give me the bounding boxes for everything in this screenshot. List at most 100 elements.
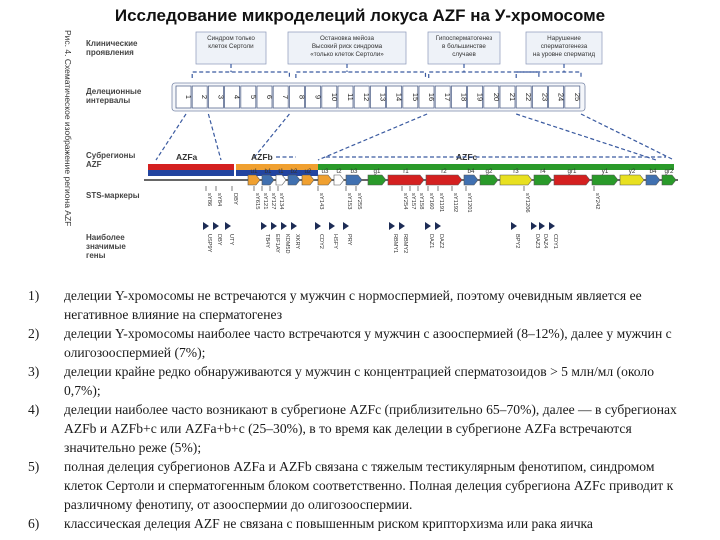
amplicon-arrow [261,174,275,186]
gene-label: HSFY [332,234,338,249]
gene-arrowhead [203,222,209,230]
deletion-interval-box [402,85,419,109]
deletion-interval-box [499,85,516,109]
sts-marker-label: sY134 [278,193,284,210]
gene-label: TB4Y [264,234,270,248]
gene-arrowhead [389,222,395,230]
deletion-interval-box [434,85,451,109]
amplicon-label: u1 [251,168,258,175]
deletion-interval-box [207,85,224,109]
gene-arrowhead [539,222,545,230]
amplicon-label: b3 [351,168,358,175]
row-label-clinical: проявления [86,48,134,57]
deletion-interval-label: 4 [233,95,242,99]
clinical-note-text: «только клеток Сертоли» [310,51,384,58]
gene-label: BPY2 [514,234,520,248]
row-label-deletion: Делеционные [86,87,142,96]
finding-item: 4)делеции наиболее часто возникают в суб… [28,400,688,457]
subregion-bar-azfa-lower [148,170,234,176]
deletion-interval-label: 18 [459,93,468,101]
amplicon-arrow [499,174,533,186]
mapping-line [580,113,675,161]
gene-arrowhead [435,222,441,230]
clinical-note-box [525,31,603,65]
row-label-genes: Наиболее [86,233,125,242]
mapping-line [207,113,222,161]
deletion-interval-label: 14 [395,93,404,101]
clinical-note-text: Синдром только [207,35,255,42]
gene-label: EIF1AY [274,234,280,253]
amplicon-arrow [275,174,287,186]
mapping-line [317,113,428,161]
clinical-note-text: Высокий риск синдрома [312,42,383,50]
sts-marker-label: sY84 [216,193,222,207]
sts-marker-label: sY1206 [524,193,530,213]
finding-text: делеции Y-хромосомы не встречаются у муж… [64,288,642,322]
bracket-azfbc [515,71,582,78]
amplicon-arrow [479,174,499,186]
sts-marker-label: sY86 [206,193,212,206]
deletion-interval-label: 13 [378,93,387,101]
deletion-interval-box [515,85,532,109]
amplicon-label: b2 [291,168,298,175]
bracket-azfa [191,71,290,78]
subregion-bar-azfb [236,164,318,170]
amplicon-arrow [345,174,363,186]
mapping-line [251,113,290,161]
gene-label: DBY [216,234,222,246]
azf-diagram-svg: Рис. 4. Схематическое изображение регион… [63,30,678,260]
amplicon-arrow [367,174,387,186]
deletion-interval-label: 22 [524,93,533,101]
deletion-interval-box [483,85,500,109]
deletion-interval-label: 7 [281,95,290,99]
deletion-interval-box [305,85,322,109]
deletion-interval-box [191,85,208,109]
gene-label: RBMY2 [402,234,408,253]
deletion-interval-label: 15 [411,93,420,101]
amplicon-label: b4 [650,168,657,175]
bracket-azfb [295,71,427,78]
deletion-interval-label: 2 [200,95,209,99]
sts-marker-label: sY615 [254,193,260,209]
findings-list: 1)делеции Y-хромосомы не встречаются у м… [28,286,688,533]
finding-item: 5)полная делеция субрегионов AZFa и AZFb… [28,457,688,514]
amplicon-label: r3 [513,168,519,175]
sts-marker-label: DBY [232,193,238,205]
amplicon-arrow [645,174,661,186]
clinical-note-box [287,31,407,65]
clinical-note-text: Остановка мейоза [320,34,374,42]
amplicon-label: g2 [486,168,493,175]
subregion-label-azfc: AZFc [456,152,478,162]
azf-diagram: Рис. 4. Схематическое изображение регион… [56,28,684,278]
sts-marker-label: sY254 [402,193,408,210]
deletion-interval-box [321,85,338,109]
clinical-note-text: случаев [452,51,476,58]
deletion-interval-box [256,85,273,109]
sts-marker-label: sY1201 [466,193,472,213]
amplicon-arrow [463,174,479,186]
amplicon-label: g1 [374,168,381,175]
amplicon-label: b4 [468,168,475,175]
deletion-interval-box [548,85,565,109]
amplicon-label: b1 [265,168,272,175]
finding-number: 5) [28,459,40,474]
deletion-interval-box [288,85,305,109]
deletion-interval-label: 1 [184,95,193,99]
clinical-note-box [195,31,267,65]
finding-item: 2)делеции Y-хромосомы наиболее часто вст… [28,324,688,362]
gene-label: KDM5D [284,234,290,254]
deletion-interval-box [564,85,581,109]
amplicon-label: gr1 [568,168,578,175]
row-label-genes: значимые [86,242,126,251]
sts-marker-label: sY1192 [452,193,458,212]
row-label-genes: гены [86,251,106,260]
deletion-interval-label: 25 [573,93,582,101]
sts-marker-label: sY157 [410,193,416,209]
row-label-clinical: Клинические [86,39,138,48]
gene-label: UTY [228,234,234,245]
finding-number: 6) [28,516,40,531]
gene-label: DAZ3 [534,234,540,248]
finding-number: 3) [28,364,40,379]
gene-label: XKRY [294,234,300,249]
amplicon-label: r2 [441,168,447,175]
